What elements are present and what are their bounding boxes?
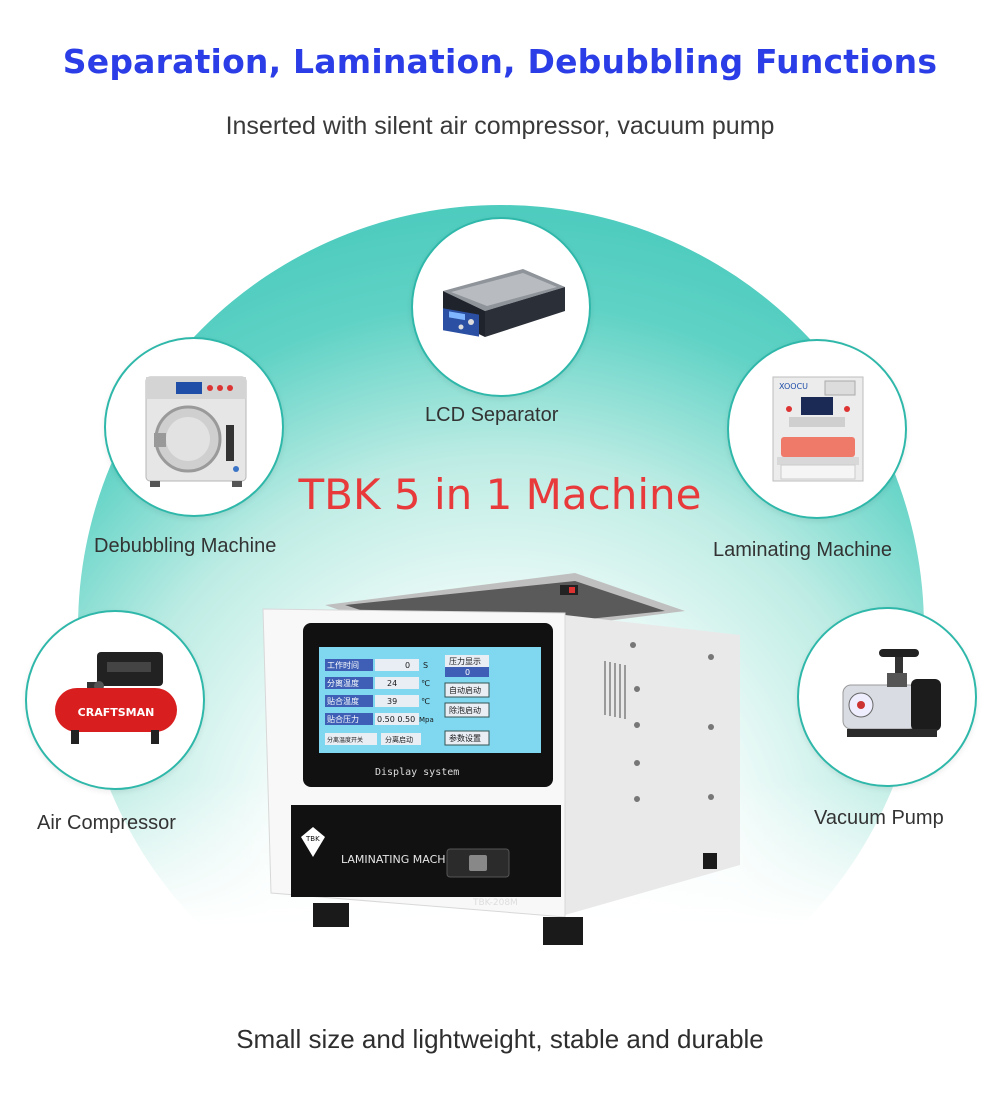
screen-pressure-label: 压力显示 [449, 656, 481, 666]
screen-row-1-value: 0 [405, 661, 410, 670]
laminating-machine-image: XOOCU [772, 376, 864, 482]
screen-row-1-name: 工作时间 [327, 660, 359, 670]
air-compressor-image: CRAFTSMAN [55, 652, 177, 744]
lcd-separator-bubble [411, 217, 591, 397]
screen-row-4-name: 贴合压力 [327, 714, 359, 724]
compressor-brand-text: CRAFTSMAN [78, 706, 155, 719]
front-label-text: LAMINATING MACHINE [341, 853, 464, 866]
tbk-logo-text: TBK [305, 835, 320, 843]
footer-text: Small size and lightweight, stable and d… [236, 1024, 764, 1054]
debubbling-machine-label: Debubbling Machine [94, 535, 277, 557]
screen-row-2-value: 24 [387, 679, 397, 688]
debubbling-machine-bubble [104, 337, 284, 517]
lcd-separator-label: LCD Separator [425, 404, 559, 426]
screen-row-4-value: 0.50 0.50 [377, 715, 415, 724]
tbk-machine-image: 工作时间 0 S 分离温度 24 ℃ 贴合温度 39 ℃ 贴合压力 0.50 0… [262, 573, 740, 945]
air-compressor-bubble: CRAFTSMAN [25, 610, 205, 790]
page-title: Separation, Lamination, Debubbling Funct… [62, 42, 938, 81]
laminating-machine-bubble: XOOCU [727, 339, 907, 519]
screen-auto-start-button: 自动启动 [449, 685, 481, 695]
vacuum-pump-bubble [797, 607, 977, 787]
screen-row-2-unit: ℃ [421, 679, 430, 688]
laminating-machine-label: Laminating Machine [713, 539, 892, 561]
screen-row-3-value: 39 [387, 697, 397, 706]
screen-settings-button: 参数设置 [449, 733, 481, 743]
screen-pressure-value: 0 [465, 668, 470, 677]
screen-separate-start-button: 分离启动 [385, 735, 413, 744]
svg-text:XOOCU: XOOCU [779, 382, 808, 391]
screen-separate-temp-switch: 分离温度开关 [327, 736, 363, 744]
screen-row-3-name: 贴合温度 [327, 696, 359, 706]
vacuum-pump-image [842, 649, 941, 737]
screen-debubble-start-button: 除泡启动 [449, 705, 481, 715]
screen-row-1-unit: S [423, 661, 428, 670]
screen-row-4-unit: Mpa [419, 716, 434, 724]
page-subtitle: Inserted with silent air compressor, vac… [225, 112, 775, 140]
model-text: TBK-208M [472, 898, 518, 908]
center-title: TBK 5 in 1 Machine [298, 470, 702, 519]
debubbling-machine-image [145, 376, 247, 487]
display-caption: Display system [375, 767, 459, 778]
lcd-separator-image [443, 269, 565, 337]
air-compressor-label: Air Compressor [37, 812, 176, 834]
screen-row-2-name: 分离温度 [327, 678, 359, 688]
vacuum-pump-label: Vacuum Pump [814, 807, 944, 829]
screen-row-3-unit: ℃ [421, 697, 430, 706]
